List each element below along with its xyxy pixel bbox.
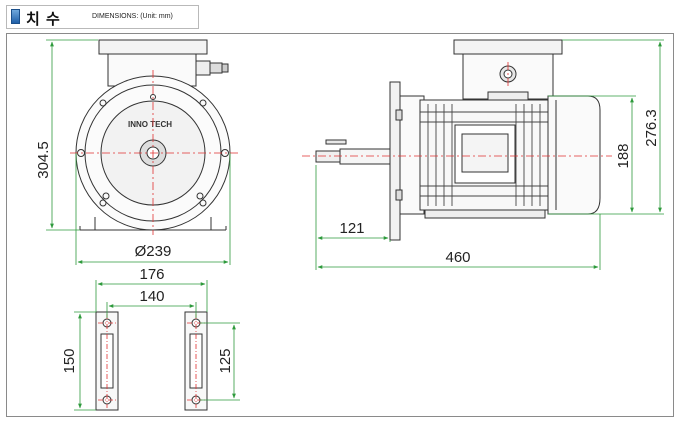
front-dimensions (46, 39, 231, 265)
foot-view (95, 311, 208, 411)
dim-body-height: 188 (615, 143, 632, 168)
dim-foot-length: 150 (61, 348, 78, 373)
side-center-lines (302, 62, 612, 157)
brand-logo: INNO TECH (128, 120, 172, 129)
foot-dimensions (74, 280, 240, 411)
side-dimensions (315, 39, 664, 270)
dim-flange-diameter: Ø239 (135, 243, 172, 260)
dim-foot-width: 176 (139, 266, 164, 283)
title-korean: 치 수 (26, 11, 61, 28)
dim-total-length: 460 (445, 249, 470, 266)
cooling-fins (420, 104, 548, 206)
drawing-frame (6, 33, 674, 417)
front-center-lines (70, 70, 240, 235)
dim-foot-hole-length: 125 (217, 348, 234, 373)
side-view (315, 39, 601, 241)
dim-height-total: 304.5 (35, 141, 52, 179)
dim-foot-hole-spacing: 140 (139, 288, 164, 305)
title-dimensions-unit: DIMENSIONS: (Unit: mm) (92, 13, 173, 20)
flange-bolt-holes (77, 94, 229, 207)
dim-shaft-length: 121 (339, 220, 364, 237)
document-icon (11, 9, 20, 24)
dim-box-height: 276.3 (643, 109, 660, 147)
title-bar: 치 수 DIMENSIONS: (Unit: mm) (6, 5, 199, 29)
